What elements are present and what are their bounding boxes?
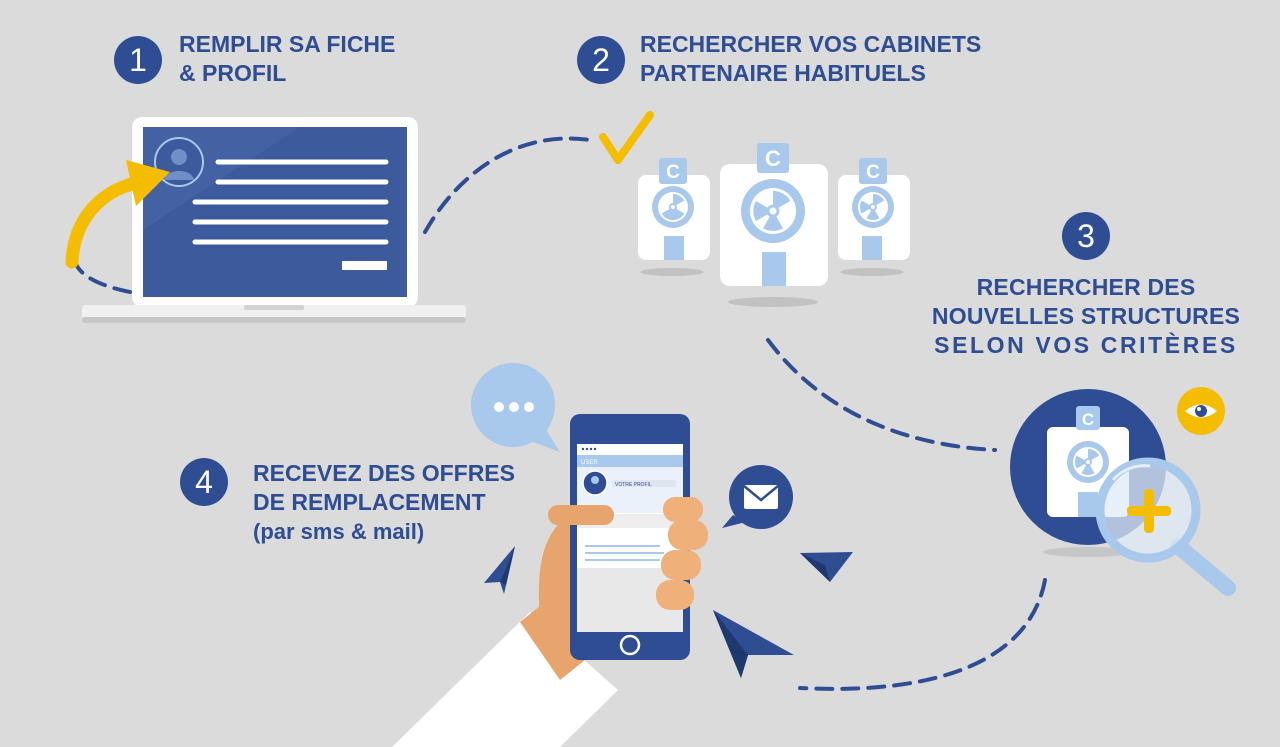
step-2-line-1: RECHERCHER VOS CABINETS [640, 31, 982, 57]
cabinet-badge-letter: C [1082, 410, 1094, 429]
home-button-icon [619, 634, 641, 656]
cabinet-badge-box [659, 158, 687, 184]
cabinet-badge-letter: C [765, 146, 781, 171]
step-2-text: RECHERCHER VOS CABINETS PARTENAIRE HABIT… [640, 30, 981, 88]
cabinet-badge-box [1076, 406, 1100, 430]
cabinet-badge-box [859, 158, 887, 184]
magnifier-icon [1095, 457, 1236, 596]
doctor-head [171, 149, 187, 165]
cabinet-badge-box [757, 143, 789, 173]
step-3-line-2: NOUVELLES STRUCTURES [931, 303, 1241, 329]
cabinet-shadow [640, 268, 704, 276]
step-2-number: 2 [577, 36, 625, 84]
step-4-line-1: RECEVEZ DES OFFRES [253, 460, 515, 486]
step-3-number: 3 [1062, 212, 1110, 260]
step-3-line-3: SELON VOS CRITÈRES [934, 332, 1238, 358]
paper-plane-icon [800, 553, 830, 582]
step-1-line-2: & PROFIL [179, 60, 287, 86]
curved-arrow-icon [65, 160, 170, 269]
laptop-base-edge [82, 317, 466, 323]
step-4-line-3: (par sms & mail) [253, 519, 425, 544]
laptop-notch [244, 305, 304, 310]
checkmark-icon [599, 111, 654, 164]
step-4-text: RECEVEZ DES OFFRES DE REMPLACEMENT (par … [253, 459, 515, 546]
eye-icon [1177, 387, 1225, 435]
cabinet-badge-letter: C [866, 162, 880, 183]
step-1-line-1: REMPLIR SA FICHE [179, 31, 396, 57]
search-shadow [1043, 547, 1133, 557]
step-3-line-1: RECHERCHER DES [976, 274, 1196, 300]
dashed-path-1-2 [423, 136, 592, 234]
cabinet-shadow [728, 297, 818, 307]
dashed-path-3-4 [798, 578, 1047, 691]
step-1-number: 1 [114, 36, 162, 84]
laptop-base [82, 305, 466, 319]
fingers [656, 497, 708, 610]
dashed-path-laptop [72, 238, 132, 294]
cabinet-badge-letter: C [666, 162, 680, 183]
phone-profile-label: VOTRE PROFIL [615, 482, 652, 488]
search-structures-illustration: C [1010, 387, 1236, 596]
cabinet-shadow [840, 268, 904, 276]
doctor-body [164, 171, 194, 180]
profile-form-lines [192, 159, 389, 245]
mail-icon [722, 465, 793, 529]
paper-plane-icon [500, 546, 515, 585]
thumb [548, 505, 614, 525]
step-4-line-2: DE REMPLACEMENT [253, 489, 486, 515]
cabinet-center [720, 164, 828, 286]
cabinet-left [638, 175, 710, 260]
cabinet-right [838, 175, 910, 260]
chat-bubble-icon [471, 363, 560, 452]
paper-plane-icon [713, 610, 748, 678]
step-2-line-2: PARTENAIRE HABITUELS [640, 60, 926, 86]
phone-header-text: USER [581, 460, 598, 466]
dashed-path-2-3 [766, 338, 997, 452]
plus-icon [1127, 489, 1171, 533]
step-3-text: RECHERCHER DES NOUVELLES STRUCTURES SELO… [918, 273, 1254, 360]
submit-button-graphic [342, 261, 387, 270]
laptop [82, 117, 466, 323]
step-4-number: 4 [180, 458, 228, 506]
phone-app-header [577, 455, 683, 467]
step-1-text: REMPLIR SA FICHE & PROFIL [179, 30, 395, 88]
